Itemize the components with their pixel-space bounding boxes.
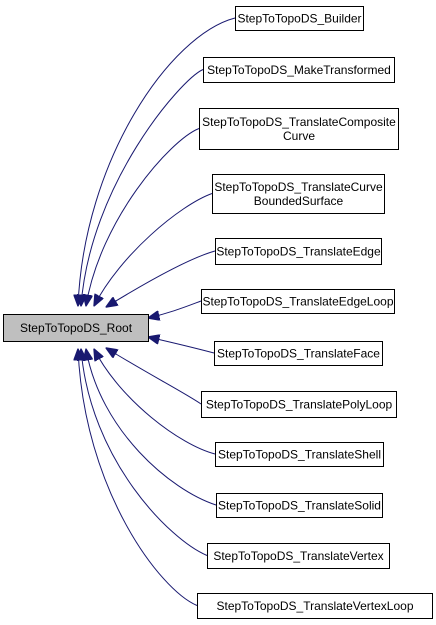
class-label: StepToTopoDS_TranslateVertexLoop — [216, 599, 413, 613]
class-box — [207, 543, 390, 569]
edges-layer — [78, 17, 236, 606]
class-label: StepToTopoDS_TranslateVertex — [213, 549, 383, 563]
class-box — [235, 6, 364, 31]
class-label: BoundedSurface — [254, 194, 344, 208]
edge-translate-vertex-loop-to-root — [78, 349, 198, 606]
nodes-layer: StepToTopoDS_Root StepToTopoDS_BuilderSte… — [3, 6, 433, 619]
class-box — [203, 57, 395, 83]
class-node-builder[interactable]: StepToTopoDS_Builder — [235, 6, 364, 31]
class-box — [215, 442, 384, 467]
class-node-translate-edge-loop[interactable]: StepToTopoDS_TranslateEdgeLoop — [201, 289, 395, 314]
class-label: StepToTopoDS_TranslateFace — [217, 347, 380, 361]
class-box — [215, 238, 382, 265]
class-label: StepToTopoDS_TranslateComposite — [202, 115, 396, 129]
class-node-translate-face[interactable]: StepToTopoDS_TranslateFace — [214, 341, 383, 366]
class-label: StepToTopoDS_TranslateSolid — [218, 499, 381, 513]
class-node-translate-poly-loop[interactable]: StepToTopoDS_TranslatePolyLoop — [201, 391, 397, 418]
class-box — [214, 341, 383, 366]
edge-translate-curve-bounded-surface-to-root — [94, 193, 213, 307]
class-label: StepToTopoDS_TranslateCurve — [214, 180, 383, 194]
edge-translate-poly-loop-to-root — [106, 348, 202, 405]
class-box — [212, 174, 385, 214]
root-class-box — [3, 314, 149, 342]
class-node-make-transformed[interactable]: StepToTopoDS_MakeTransformed — [203, 57, 395, 83]
class-node-translate-vertex[interactable]: StepToTopoDS_TranslateVertex — [207, 543, 390, 569]
class-box — [201, 391, 397, 418]
class-box — [216, 493, 383, 518]
edge-translate-face-to-root — [148, 337, 215, 354]
edge-translate-edge-to-root — [106, 250, 216, 307]
class-box — [197, 593, 433, 619]
class-box — [199, 108, 399, 150]
class-label: StepToTopoDS_TranslatePolyLoop — [206, 398, 393, 412]
class-label: StepToTopoDS_Builder — [237, 12, 361, 26]
root-class-label: StepToTopoDS_Root — [20, 321, 133, 335]
edge-translate-composite-curve-to-root — [86, 128, 200, 307]
root-class-node[interactable]: StepToTopoDS_Root — [3, 314, 149, 342]
edge-make-transformed-to-root — [81, 69, 204, 307]
class-label: StepToTopoDS_TranslateEdge — [216, 245, 381, 259]
edge-builder-to-root — [78, 17, 236, 306]
class-node-translate-edge[interactable]: StepToTopoDS_TranslateEdge — [215, 238, 382, 265]
class-label: StepToTopoDS_TranslateShell — [218, 448, 381, 462]
class-node-translate-solid[interactable]: StepToTopoDS_TranslateSolid — [216, 493, 383, 518]
class-node-translate-vertex-loop[interactable]: StepToTopoDS_TranslateVertexLoop — [197, 593, 433, 619]
class-label: StepToTopoDS_MakeTransformed — [207, 63, 391, 77]
edge-translate-solid-to-root — [86, 349, 217, 506]
class-label: Curve — [283, 129, 315, 143]
class-node-translate-shell[interactable]: StepToTopoDS_TranslateShell — [215, 442, 384, 467]
edge-translate-vertex-to-root — [81, 349, 208, 556]
class-node-translate-curve-bounded-surface[interactable]: StepToTopoDS_TranslateCurveBoundedSurfac… — [212, 174, 385, 214]
class-label: StepToTopoDS_TranslateEdgeLoop — [202, 295, 393, 309]
edge-translate-shell-to-root — [94, 349, 216, 455]
edge-translate-edge-loop-to-root — [148, 300, 202, 318]
class-box — [201, 289, 395, 314]
